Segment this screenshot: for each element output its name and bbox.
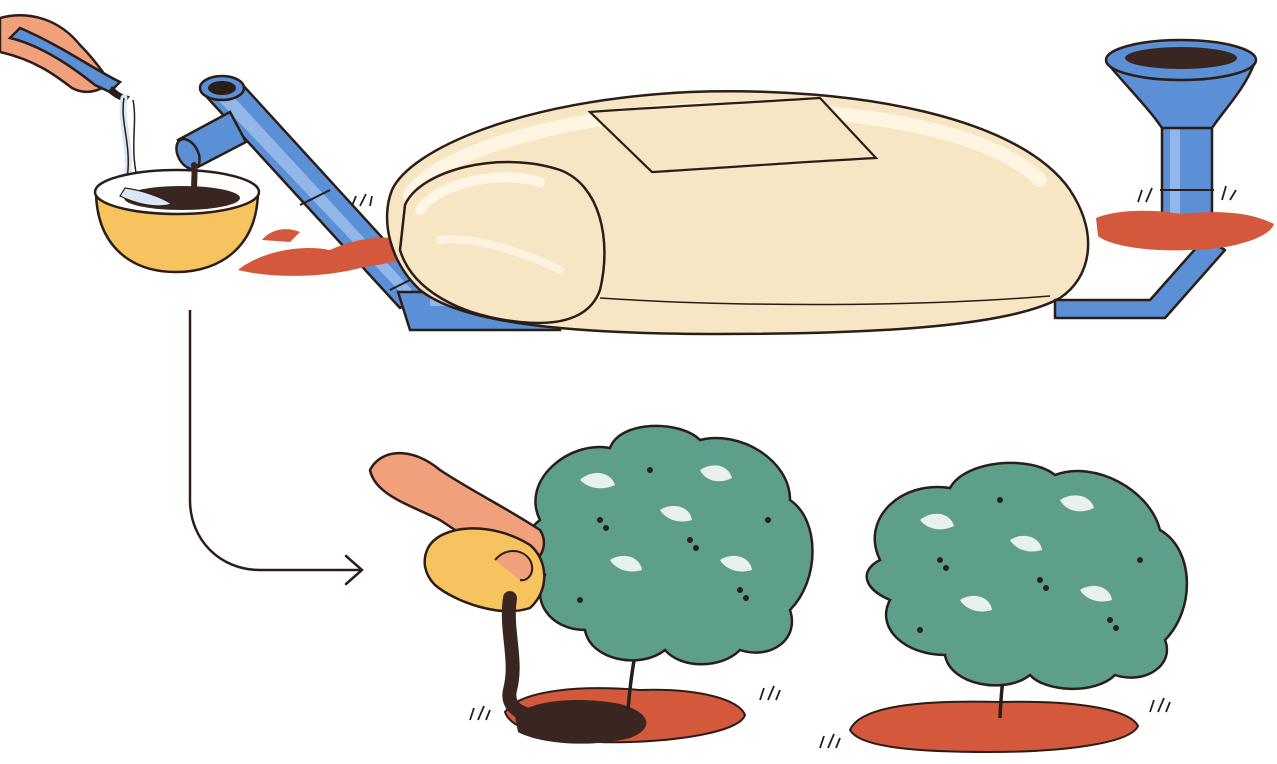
process-arrow-icon bbox=[190, 310, 362, 584]
hand-pouring-water-icon bbox=[0, 15, 140, 200]
hand-pouring-slurry-icon bbox=[370, 453, 544, 716]
biogas-bag-digester-icon bbox=[387, 91, 1088, 334]
mixing-bowl-icon bbox=[95, 170, 259, 272]
outlet-funnel-icon bbox=[1055, 40, 1256, 318]
grown-tree-icon bbox=[820, 463, 1187, 752]
